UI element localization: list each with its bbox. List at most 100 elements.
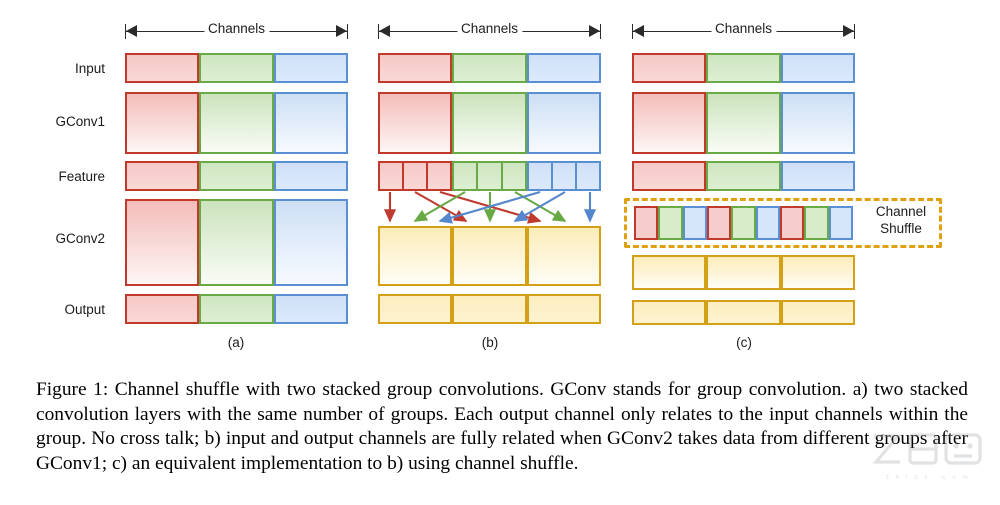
shuffled-channel-cell — [682, 206, 707, 240]
channels-ruler-c: Channels — [632, 20, 855, 40]
group-segment-red — [125, 161, 200, 191]
group-segment-red — [125, 294, 200, 324]
group-segment-green — [706, 161, 781, 191]
row-label-feature: Feature — [58, 169, 105, 184]
row-label-input: Input — [74, 61, 105, 76]
subcell-group — [529, 163, 599, 189]
group-segment-blue — [526, 53, 601, 83]
panel-b-feature-bar — [378, 161, 601, 191]
panel-caption-a: (a) — [227, 335, 245, 350]
arrow-right-icon — [336, 25, 347, 37]
panel-c-gconv2-bar — [632, 255, 855, 290]
channel-cell — [454, 163, 479, 189]
shuffled-channel-cell — [731, 206, 756, 240]
arrow-left-icon — [126, 25, 137, 37]
group-segment-blue — [273, 92, 348, 154]
group-segment-blue — [273, 53, 348, 83]
panel-a-output-bar — [125, 294, 348, 324]
group-segment-yellow — [526, 226, 601, 286]
channel-cell — [553, 163, 577, 189]
group-segment-blue — [526, 161, 601, 191]
group-segment-yellow — [378, 226, 453, 286]
group-segment-green — [452, 161, 527, 191]
shuffled-channel-cell — [634, 206, 659, 240]
group-segment-yellow — [452, 294, 527, 324]
channel-cell — [529, 163, 553, 189]
panel-a-gconv1-bar — [125, 92, 348, 154]
group-segment-yellow — [632, 255, 707, 290]
subcell-group — [380, 163, 450, 189]
panel-caption-c: (c) — [736, 335, 752, 350]
group-segment-blue — [273, 199, 348, 286]
channels-ruler-b: Channels — [378, 20, 601, 40]
ruler-cap-left — [632, 24, 633, 39]
ruler-cap-left — [125, 24, 126, 39]
group-segment-green — [452, 53, 527, 83]
group-segment-red — [632, 161, 707, 191]
group-segment-red — [632, 53, 707, 83]
arrow-left-icon — [633, 25, 644, 37]
channel-shuffle-label-line1: Channel — [875, 204, 927, 219]
panel-a-input-bar — [125, 53, 348, 83]
group-segment-yellow — [526, 294, 601, 324]
channel-cell — [503, 163, 525, 189]
ruler-label: Channels — [203, 20, 270, 38]
group-segment-green — [199, 161, 274, 191]
shuffled-channel-cell — [804, 206, 829, 240]
group-segment-yellow — [632, 300, 707, 325]
group-segment-green — [706, 53, 781, 83]
group-segment-blue — [273, 161, 348, 191]
ruler-cap-left — [378, 24, 379, 39]
group-segment-red — [378, 161, 453, 191]
arrow-left-icon — [379, 25, 390, 37]
arrow-right-icon — [843, 25, 854, 37]
panel-caption-b: (b) — [481, 335, 499, 350]
ruler-label: Channels — [456, 20, 523, 38]
panel-c-shuffled-bar — [634, 206, 853, 240]
group-segment-green — [199, 53, 274, 83]
group-segment-red — [378, 92, 453, 154]
ruler-cap-right — [854, 24, 855, 39]
group-segment-red — [632, 92, 707, 154]
channel-cell — [478, 163, 503, 189]
group-segment-blue — [780, 53, 855, 83]
panel-b-output-bar — [378, 294, 601, 324]
group-segment-green — [452, 92, 527, 154]
shuffled-channel-cell — [828, 206, 853, 240]
group-segment-red — [125, 92, 200, 154]
group-segment-blue — [780, 92, 855, 154]
channel-cell — [404, 163, 429, 189]
subcell-group — [454, 163, 524, 189]
panel-b-gconv2-bar — [378, 226, 601, 286]
channel-shuffle-box — [624, 198, 942, 248]
group-segment-yellow — [706, 300, 781, 325]
shuffled-channel-cell — [706, 206, 732, 240]
group-segment-yellow — [780, 255, 855, 290]
channel-shuffle-label: Channel Shuffle — [864, 203, 938, 237]
group-segment-blue — [273, 294, 348, 324]
panel-c-feature-bar — [632, 161, 855, 191]
channel-shuffle-label-line2: Shuffle — [880, 221, 922, 236]
group-segment-green — [199, 294, 274, 324]
ruler-cap-right — [347, 24, 348, 39]
panel-c-input-bar — [632, 53, 855, 83]
group-segment-green — [706, 92, 781, 154]
group-segment-blue — [780, 161, 855, 191]
shuffled-channel-cell — [755, 206, 780, 240]
channel-cell — [380, 163, 405, 189]
panel-c-output-bar — [632, 300, 855, 325]
ruler-cap-right — [600, 24, 601, 39]
ruler-label: Channels — [710, 20, 777, 38]
figure-caption: Figure 1: Channel shuffle with two stack… — [36, 379, 968, 474]
shuffled-channel-cell — [658, 206, 683, 240]
panel-a-gconv2-bar — [125, 199, 348, 286]
group-segment-green — [199, 92, 274, 154]
panel-b-arrow-group — [383, 190, 597, 224]
panel-a-feature-bar — [125, 161, 348, 191]
row-label-gconv1: GConv1 — [55, 114, 105, 129]
panel-c-gconv1-bar — [632, 92, 855, 154]
channels-ruler-a: Channels — [125, 20, 348, 40]
group-segment-green — [199, 199, 274, 286]
group-segment-red — [125, 53, 200, 83]
